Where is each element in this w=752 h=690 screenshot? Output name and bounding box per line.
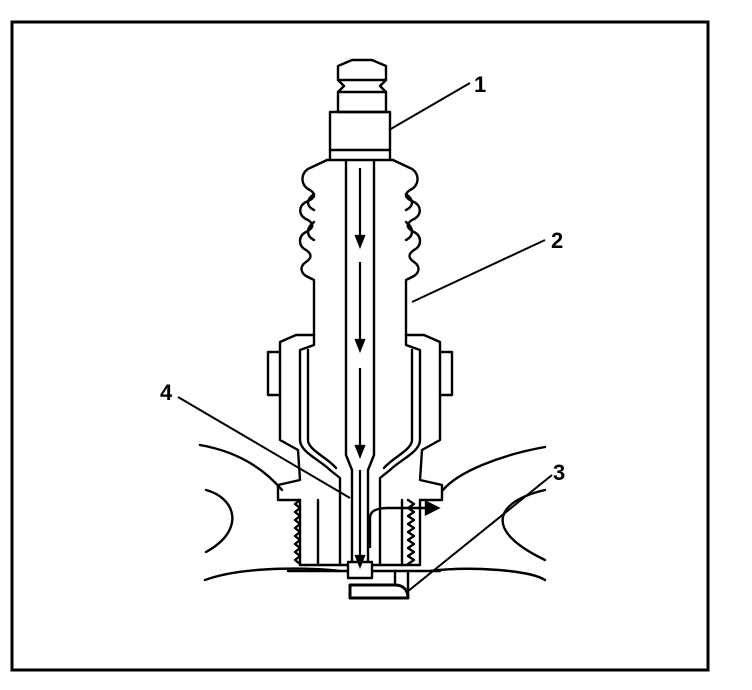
center-electrode [344,158,376,580]
thread-left [293,498,320,567]
leader-line-1 [388,82,471,131]
thread-right [400,498,422,567]
callout-3: 3 [553,460,565,485]
insulator-nose [298,333,422,567]
cylinder-head [198,443,547,582]
leader-line-2 [411,239,546,303]
callout-1: 1 [474,72,486,97]
leader-lines [177,82,553,593]
leader-line-4 [177,396,351,499]
callout-2: 2 [551,228,563,253]
spark-path-arrow [368,500,441,548]
current-flow-arrows [354,168,366,569]
insulator-right [391,158,422,337]
callout-4: 4 [160,380,173,405]
insulator-left [298,158,329,337]
leader-line-3 [406,474,553,593]
